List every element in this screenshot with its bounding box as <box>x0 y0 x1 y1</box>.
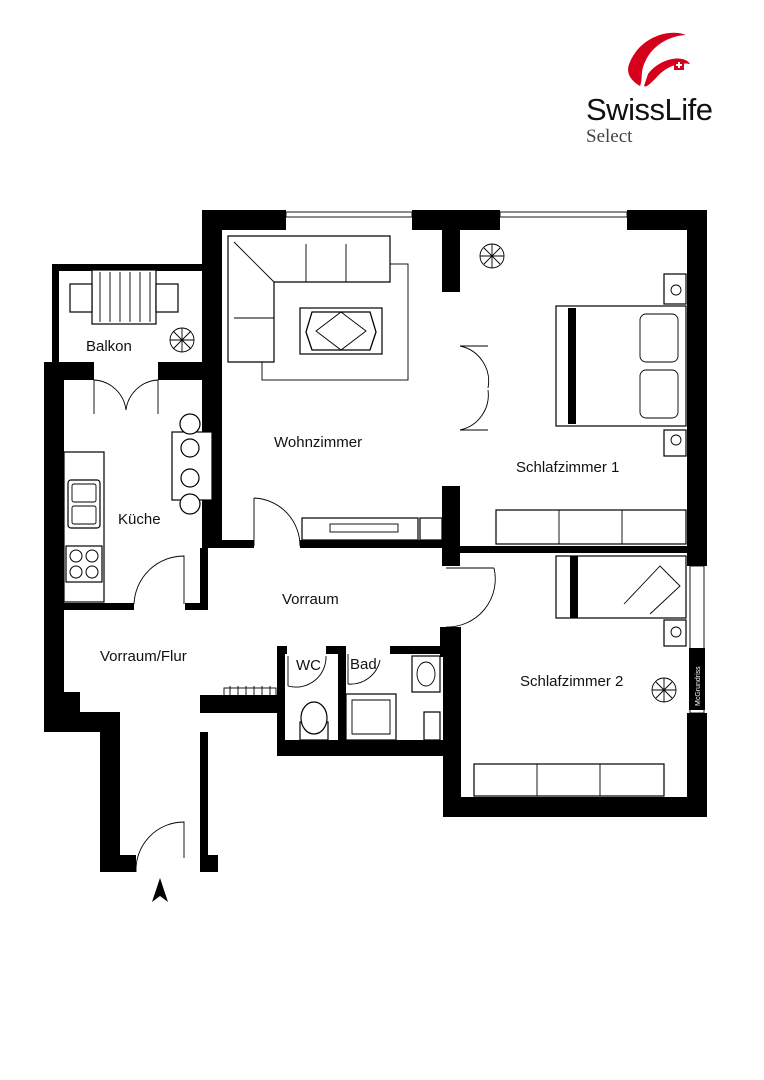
logo-swoosh-lower-icon <box>644 58 690 87</box>
balkon-furniture <box>69 269 179 325</box>
entrance-door[interactable] <box>135 821 185 873</box>
bathroom-fixtures <box>345 654 441 741</box>
logo-swiss-cross-icon <box>676 62 682 68</box>
room-label-schlafzimmer2: Schlafzimmer 2 <box>520 673 623 690</box>
living-room-furniture <box>227 235 443 541</box>
balkon-door[interactable] <box>93 379 159 414</box>
credit-text: McGrundriss <box>695 666 702 706</box>
brand-name: SwissLife <box>586 92 712 127</box>
swisslife-logo: SwissLife Select <box>586 32 713 147</box>
bedroom1-furniture <box>479 243 687 545</box>
vorraum-door[interactable] <box>445 567 496 628</box>
wohnzimmer-door[interactable] <box>253 497 301 547</box>
wc-fixtures[interactable] <box>287 655 329 741</box>
room-label-wc: WC <box>296 657 321 674</box>
bedroom2-furniture <box>473 555 687 797</box>
room-label-bad: Bad <box>350 656 377 673</box>
schlafzimmer1-door[interactable] <box>459 345 490 431</box>
room-label-vorraum-flur: Vorraum/Flur <box>100 648 187 665</box>
plant-icon <box>169 327 195 353</box>
coat-rack <box>223 686 277 706</box>
room-label-balkon: Balkon <box>86 338 132 355</box>
room-label-wohnzimmer: Wohnzimmer <box>274 434 362 451</box>
room-label-kueche: Küche <box>118 511 161 528</box>
kitchen-door[interactable] <box>133 555 185 605</box>
dining-table <box>171 413 213 515</box>
credit-plate <box>689 648 705 710</box>
brand-subtitle: Select <box>586 126 633 147</box>
logo-swoosh-icon <box>628 32 686 86</box>
north-arrow-icon <box>152 878 168 902</box>
kitchen-counter <box>63 451 105 603</box>
room-label-vorraum: Vorraum <box>282 591 339 608</box>
room-label-schlafzimmer1: Schlafzimmer 1 <box>516 459 619 476</box>
